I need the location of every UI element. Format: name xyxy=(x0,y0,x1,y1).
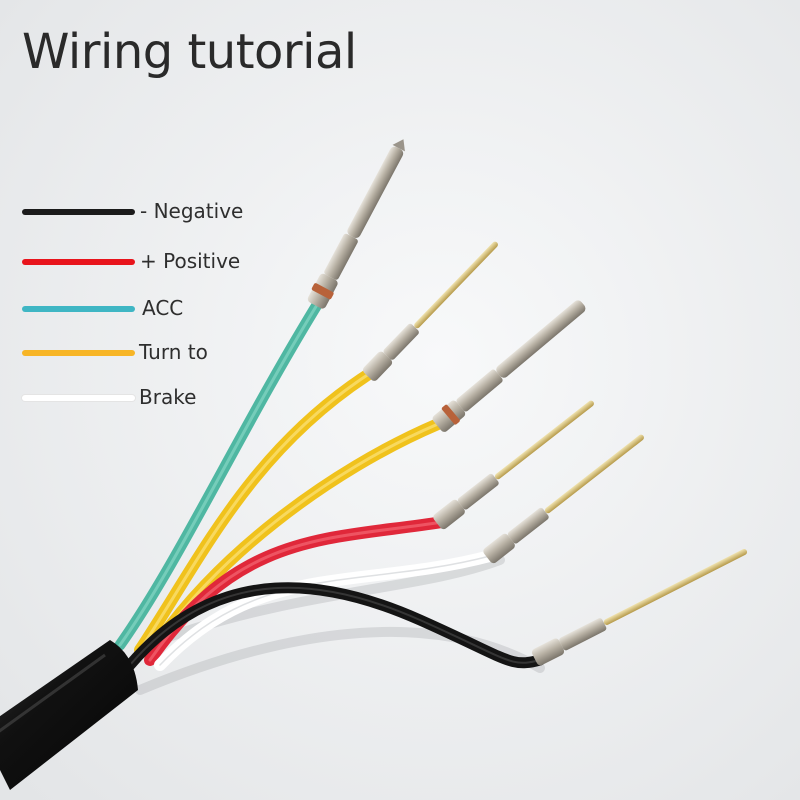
legend-swatch-yellow xyxy=(22,350,135,356)
terminal-yellow-1 xyxy=(363,241,498,381)
page-title: Wiring tutorial xyxy=(22,24,357,80)
terminals xyxy=(307,139,748,666)
terminal-white xyxy=(483,434,644,564)
legend-swatch-teal xyxy=(22,306,135,312)
legend-label-acc: ACC xyxy=(142,296,184,320)
legend-item-brake: Brake xyxy=(22,382,342,412)
legend-item-negative: - Negative xyxy=(22,196,342,226)
legend-label-negative: - Negative xyxy=(140,199,244,223)
wires xyxy=(114,294,546,671)
legend-swatch-black xyxy=(22,209,135,215)
legend-label-turn: Turn to xyxy=(139,340,208,364)
terminal-black xyxy=(531,549,748,666)
terminal-red xyxy=(433,400,594,530)
terminal-yellow-2 xyxy=(432,300,586,432)
cable-jacket xyxy=(0,640,138,790)
legend-item-acc: ACC xyxy=(22,293,342,323)
terminal-teal xyxy=(307,139,405,309)
legend-label-brake: Brake xyxy=(139,385,197,409)
legend-label-positive: + Positive xyxy=(140,249,241,273)
legend-swatch-red xyxy=(22,259,135,265)
legend-item-turn: Turn to xyxy=(22,337,342,367)
legend-item-positive: + Positive xyxy=(22,246,342,276)
legend-swatch-white xyxy=(22,395,135,401)
